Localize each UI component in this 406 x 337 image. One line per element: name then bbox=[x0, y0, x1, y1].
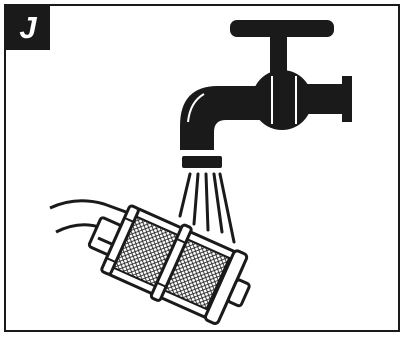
mesh-filter-icon bbox=[100, 204, 251, 325]
faucet-icon bbox=[180, 20, 352, 168]
water-spray-icon bbox=[178, 172, 236, 244]
rinse-filter-illustration bbox=[49, 20, 352, 325]
step-badge: J bbox=[6, 6, 50, 50]
inlet-hose-icon bbox=[49, 199, 127, 256]
instruction-panel: J bbox=[4, 4, 400, 332]
